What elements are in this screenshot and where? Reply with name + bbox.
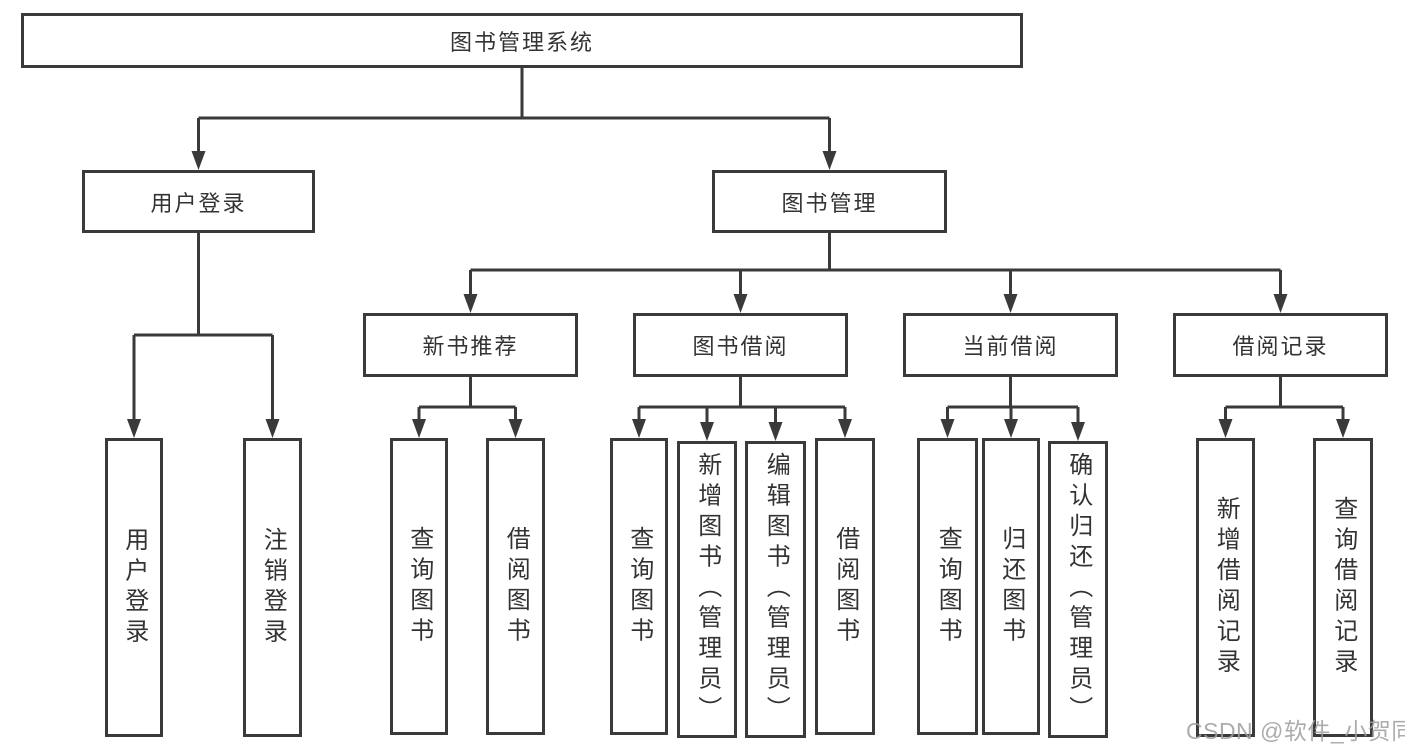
arrow-down-icon xyxy=(1003,294,1018,313)
arrow-down-icon xyxy=(1336,419,1350,438)
leaf-add-book-admin: 新增图书（管理员） xyxy=(677,441,737,738)
leaf-borrow-books-recommend: 借阅图书 xyxy=(486,438,545,735)
node-current-borrow: 当前借阅 xyxy=(903,313,1118,377)
leaf-borrow-books: 借阅图书 xyxy=(815,438,875,735)
arrow-down-icon xyxy=(127,419,141,438)
leaf-query-borrow-record: 查询借阅记录 xyxy=(1313,438,1373,737)
leaf-user-login: 用户登录 xyxy=(105,438,163,737)
arrow-down-icon xyxy=(463,294,478,313)
arrow-down-icon xyxy=(508,419,523,438)
csdn-watermark: CSDN @软件_小贺同学 xyxy=(1186,718,1405,744)
node-book-borrow: 图书借阅 xyxy=(633,313,848,377)
arrowheads xyxy=(127,151,1350,441)
leaf-edit-book-admin: 编辑图书（管理员） xyxy=(745,441,806,738)
arrow-down-icon xyxy=(838,419,852,438)
leaf-return-book: 归还图书 xyxy=(982,438,1040,735)
leaf-query-books-borrow: 查询图书 xyxy=(610,438,668,735)
leaf-logout: 注销登录 xyxy=(243,438,302,737)
arrow-down-icon xyxy=(1273,294,1288,313)
arrow-down-icon xyxy=(191,151,206,170)
node-book-management: 图书管理 xyxy=(712,170,947,233)
node-new-book-recommend: 新书推荐 xyxy=(363,313,578,377)
arrow-down-icon xyxy=(768,422,783,441)
leaf-query-books-recommend: 查询图书 xyxy=(390,438,448,735)
node-borrow-records: 借阅记录 xyxy=(1173,313,1388,377)
leaf-confirm-return-admin: 确认归还（管理员） xyxy=(1048,441,1108,738)
arrow-down-icon xyxy=(940,419,955,438)
arrow-down-icon xyxy=(733,294,748,313)
arrow-down-icon xyxy=(412,419,426,438)
arrow-down-icon xyxy=(1071,422,1085,441)
leaf-add-borrow-record: 新增借阅记录 xyxy=(1196,438,1255,737)
arrow-down-icon xyxy=(632,419,646,438)
connector-paths xyxy=(132,68,1345,425)
arrow-down-icon xyxy=(700,422,714,441)
arrow-down-icon xyxy=(1218,419,1233,438)
arrow-down-icon xyxy=(1004,419,1018,438)
node-user-login: 用户登录 xyxy=(82,170,315,233)
arrow-down-icon xyxy=(822,151,837,170)
arrow-down-icon xyxy=(265,419,280,438)
leaf-query-books-current: 查询图书 xyxy=(917,438,978,735)
node-root: 图书管理系统 xyxy=(21,13,1023,68)
